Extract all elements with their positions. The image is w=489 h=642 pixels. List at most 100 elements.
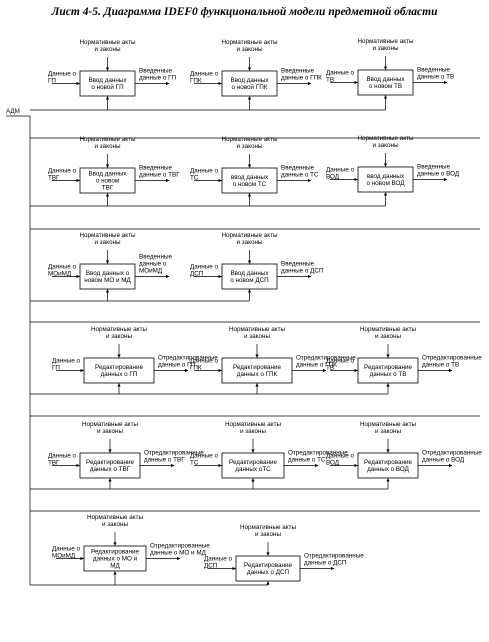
function-box[interactable] — [83, 545, 147, 572]
function-box[interactable] — [83, 357, 155, 384]
control-label-line: и законы — [373, 45, 399, 52]
control-label-line: Нормативные акты — [222, 39, 278, 46]
output-label-line: Введенные — [281, 68, 314, 75]
function-name-line: Ввод данных о — [86, 270, 130, 277]
control-label-line: и законы — [95, 239, 121, 246]
output-label-line: данные о ТС — [288, 457, 326, 464]
function-name-line: Ввод данных — [230, 77, 269, 84]
function-box[interactable] — [357, 452, 419, 479]
function-box[interactable] — [357, 357, 419, 384]
function-box[interactable] — [79, 263, 136, 290]
output-label-line: Отредактированные — [288, 450, 348, 457]
input-label-line: Данные о — [52, 546, 80, 553]
function-box[interactable] — [221, 452, 285, 479]
function-name-line: данных о ГП — [101, 371, 138, 378]
function-box[interactable] — [79, 167, 136, 194]
function-box[interactable] — [357, 166, 414, 193]
function-name-line: ввод данных — [231, 174, 269, 181]
function-name-line: новом МО и МД — [84, 277, 131, 284]
control-label-line: и законы — [255, 531, 281, 538]
function-name-line: данных о ГПК — [237, 371, 278, 378]
function-name-line: Редактирование — [233, 364, 281, 371]
function-name-line: о новом ТС — [233, 181, 267, 188]
output-label-line: данные о МО и МД — [150, 550, 207, 557]
output-label-line: Введенные — [281, 165, 314, 172]
input-label-line: Данные о — [326, 167, 354, 174]
function-name-line: ввод данных — [367, 173, 405, 180]
function-name-line: о новом ТВ — [369, 83, 402, 90]
control-label-line: и законы — [106, 333, 132, 340]
function-box[interactable] — [221, 167, 278, 194]
function-box[interactable] — [235, 555, 301, 582]
output-label-line: данные о ГП — [139, 75, 177, 82]
output-label-line: данные о — [139, 261, 167, 268]
input-label-line: Данные о — [48, 453, 76, 460]
control-label-line: Нормативные акты — [80, 136, 136, 143]
output-label-line: Введенные — [417, 164, 450, 171]
output-label-line: Отредактированные — [422, 450, 482, 457]
input-label-line: ГП — [48, 78, 56, 85]
function-box[interactable] — [357, 69, 414, 96]
input-label-line: ТВГ — [48, 460, 60, 467]
input-label-line: ВОД — [326, 174, 340, 181]
input-label-line: Данные о — [48, 264, 76, 271]
control-label-line: и законы — [375, 428, 401, 435]
function-name-line: Ввод данных — [366, 76, 405, 83]
output-label-line: данные о ТВГ — [144, 457, 185, 464]
function-name-line: МД — [110, 563, 120, 570]
function-box[interactable] — [221, 357, 293, 384]
function-name-line: о новом ВОД — [366, 180, 405, 187]
output-label-line: данные о ТВ — [422, 362, 459, 369]
function-box[interactable] — [79, 70, 136, 97]
function-name-line: Редактирование — [364, 459, 412, 466]
function-name-line: Ввод данных — [88, 171, 127, 178]
input-label-line: ГПК — [190, 78, 202, 85]
function-box[interactable] — [221, 263, 278, 290]
control-label-line: и законы — [373, 142, 399, 149]
function-name-line: Редактирование — [229, 459, 277, 466]
function-box[interactable] — [79, 452, 141, 479]
